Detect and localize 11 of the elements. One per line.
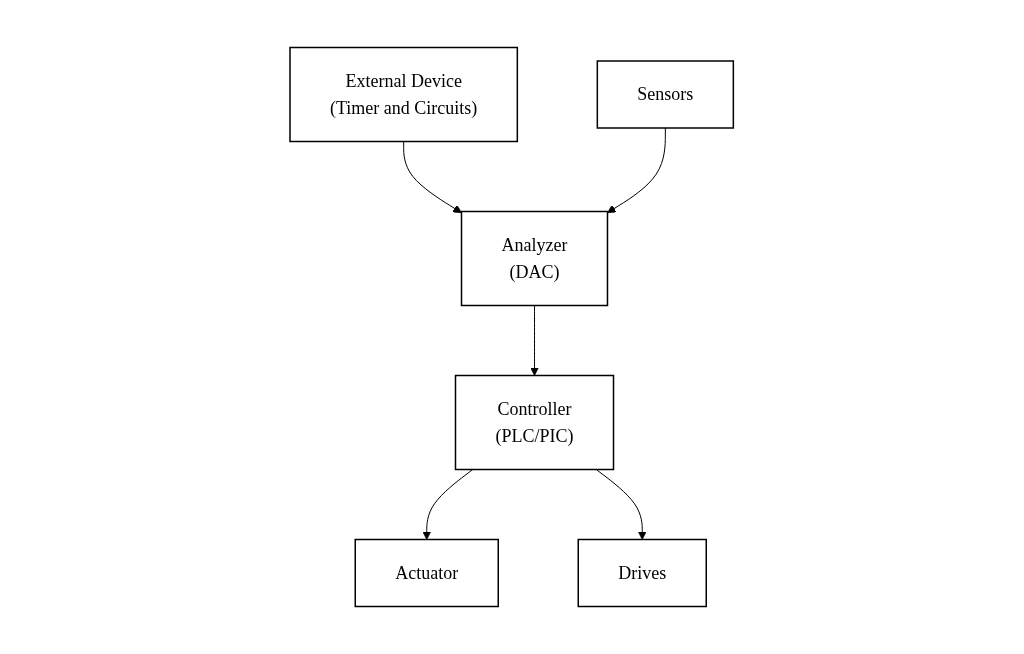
node-box: Drives [577,538,708,608]
node-box: Actuator [354,538,500,608]
arrow [607,127,667,214]
node-box: Controller (PLC/PIC) [455,374,615,471]
node-box: Analyzer (DAC) [461,210,609,307]
arrow [422,469,474,540]
arrow [596,469,647,540]
arrow [403,141,463,214]
arrow [530,305,540,376]
node-box: Sensors [596,60,735,129]
node-box: External Device (Timer and Circuits) [289,46,519,143]
